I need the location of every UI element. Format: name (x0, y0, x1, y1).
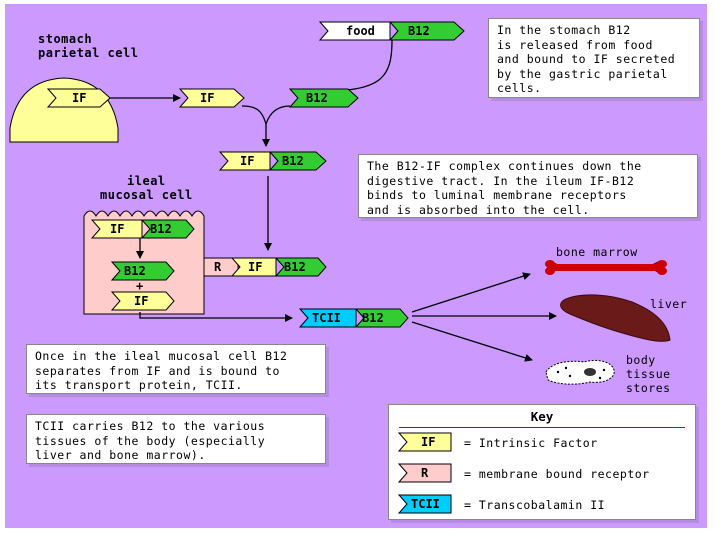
key-text-tcii: = Transcobalamin II (464, 498, 606, 512)
bone-icon (545, 260, 667, 275)
key-divider (399, 427, 685, 428)
tag-b12-food: B12 (388, 21, 465, 41)
tag-tcii: TCII (298, 308, 357, 328)
svg-text:B12: B12 (150, 222, 172, 236)
svg-text:IF: IF (200, 91, 214, 105)
parietal-cell-label: stomach parietal cell (38, 32, 139, 60)
note-ileum: The B12-IF complex continues down the di… (358, 154, 698, 218)
tag-if-complex: IF (218, 151, 271, 171)
arrow-to-marrow (411, 272, 531, 313)
key-tag-r: R (397, 463, 452, 483)
arrow-food-b12 (319, 39, 393, 93)
tag-food-text: food (346, 24, 375, 38)
svg-text:IF: IF (134, 294, 148, 308)
key-text-r: = membrane bound receptor (464, 467, 650, 481)
parietal-cell-shape (9, 77, 119, 143)
key-text-if: = Intrinsic Factor (464, 436, 598, 450)
tag-if-cell: IF (46, 88, 111, 108)
svg-text:B12: B12 (306, 91, 328, 105)
note-carries: TCII carries B12 to the various tissues … (26, 414, 326, 464)
key-tag-if: IF (397, 432, 452, 452)
tag-if-receptor: IF (230, 257, 277, 277)
svg-text:IF: IF (240, 154, 254, 168)
tag-if-free: IF (178, 88, 245, 108)
tag-receptor: R (203, 257, 239, 277)
tag-if-inside: IF (90, 219, 143, 239)
arrow-b12-join (262, 105, 291, 147)
tag-food: food (318, 21, 391, 41)
tissue-icon (545, 359, 615, 385)
svg-text:IF: IF (248, 260, 262, 274)
svg-text:IF: IF (110, 222, 124, 236)
arrow-to-tissue (411, 321, 533, 362)
svg-text:IF: IF (72, 91, 86, 105)
svg-text:B12: B12 (362, 311, 384, 325)
tissue-label: body tissue stores (626, 353, 671, 395)
svg-text:B12: B12 (408, 24, 430, 38)
svg-text:R: R (214, 260, 222, 274)
svg-text:B12: B12 (282, 154, 304, 168)
tag-b12-tcii: B12 (354, 308, 409, 328)
key-box: Key IF R TCII = Intrinsic Factor = membr… (388, 404, 696, 520)
plus-sign: + (136, 279, 143, 293)
svg-text:TCII: TCII (411, 497, 440, 511)
note-stomach: In the stomach B12 is released from food… (488, 18, 700, 98)
tag-b12-receptor: B12 (274, 257, 327, 277)
tag-b12-inside: B12 (140, 219, 195, 239)
svg-text:B12: B12 (124, 264, 146, 278)
svg-text:B12: B12 (284, 260, 306, 274)
tag-b12-separate: B12 (110, 261, 175, 281)
note-separate: Once in the ileal mucosal cell B12 separ… (26, 344, 326, 394)
tag-b12-free: B12 (288, 88, 359, 108)
key-title: Key (530, 409, 554, 424)
tag-b12-complex: B12 (268, 151, 327, 171)
tag-if-separate: IF (110, 291, 175, 311)
arrow-to-tcii (139, 312, 293, 322)
arrow-if-join (241, 105, 267, 125)
svg-text:IF: IF (421, 435, 435, 449)
bone-marrow-label: bone marrow (556, 245, 638, 259)
key-tag-tcii: TCII (397, 494, 452, 514)
liver-label: liver (650, 297, 688, 311)
svg-text:R: R (421, 466, 429, 480)
svg-text:TCII: TCII (312, 311, 341, 325)
liver-icon (560, 294, 671, 342)
ileal-cell-label: ileal mucosal cell (100, 174, 193, 202)
key-swatches: IF R TCII (397, 432, 452, 514)
